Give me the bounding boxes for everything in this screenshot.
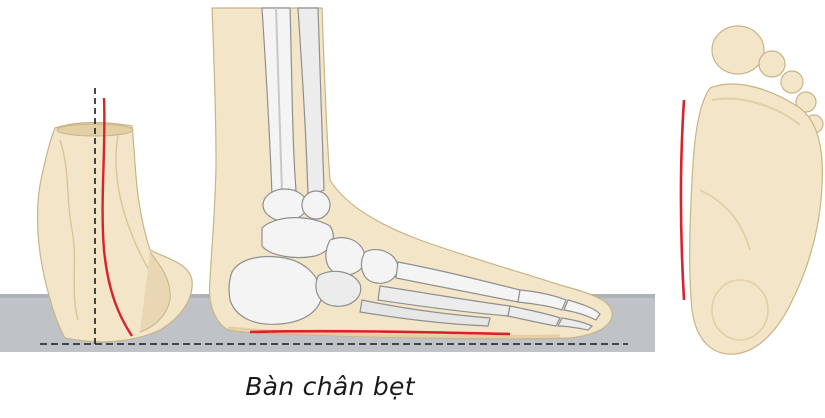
caption: Bàn chân bẹt [0,372,660,401]
side-view-foot-skeleton-icon [210,8,613,339]
sole-footprint-icon [681,26,823,354]
rear-view-foot-icon [38,88,193,344]
red-medial-edge-line [681,100,684,300]
